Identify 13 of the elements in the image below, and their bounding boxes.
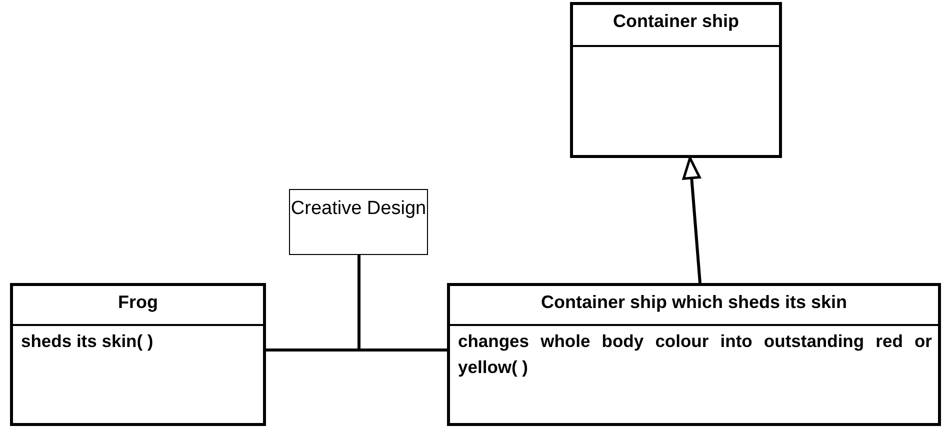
generalization-arrow <box>682 156 702 284</box>
class-name: Container ship <box>612 10 740 32</box>
note-text: Creative Design <box>290 197 427 220</box>
class-box <box>570 2 782 158</box>
class-name: Container ship which sheds its skin <box>540 291 848 313</box>
association-line <box>358 255 360 351</box>
note-box <box>289 189 428 255</box>
association-line <box>266 348 447 352</box>
class-name: Frog <box>117 291 159 313</box>
method-text: sheds its skin( ) <box>21 330 154 353</box>
class-box <box>10 283 266 426</box>
class-box <box>447 283 941 426</box>
method-text: changes whole body colour into outstanding red or yellow( ) <box>458 330 932 379</box>
